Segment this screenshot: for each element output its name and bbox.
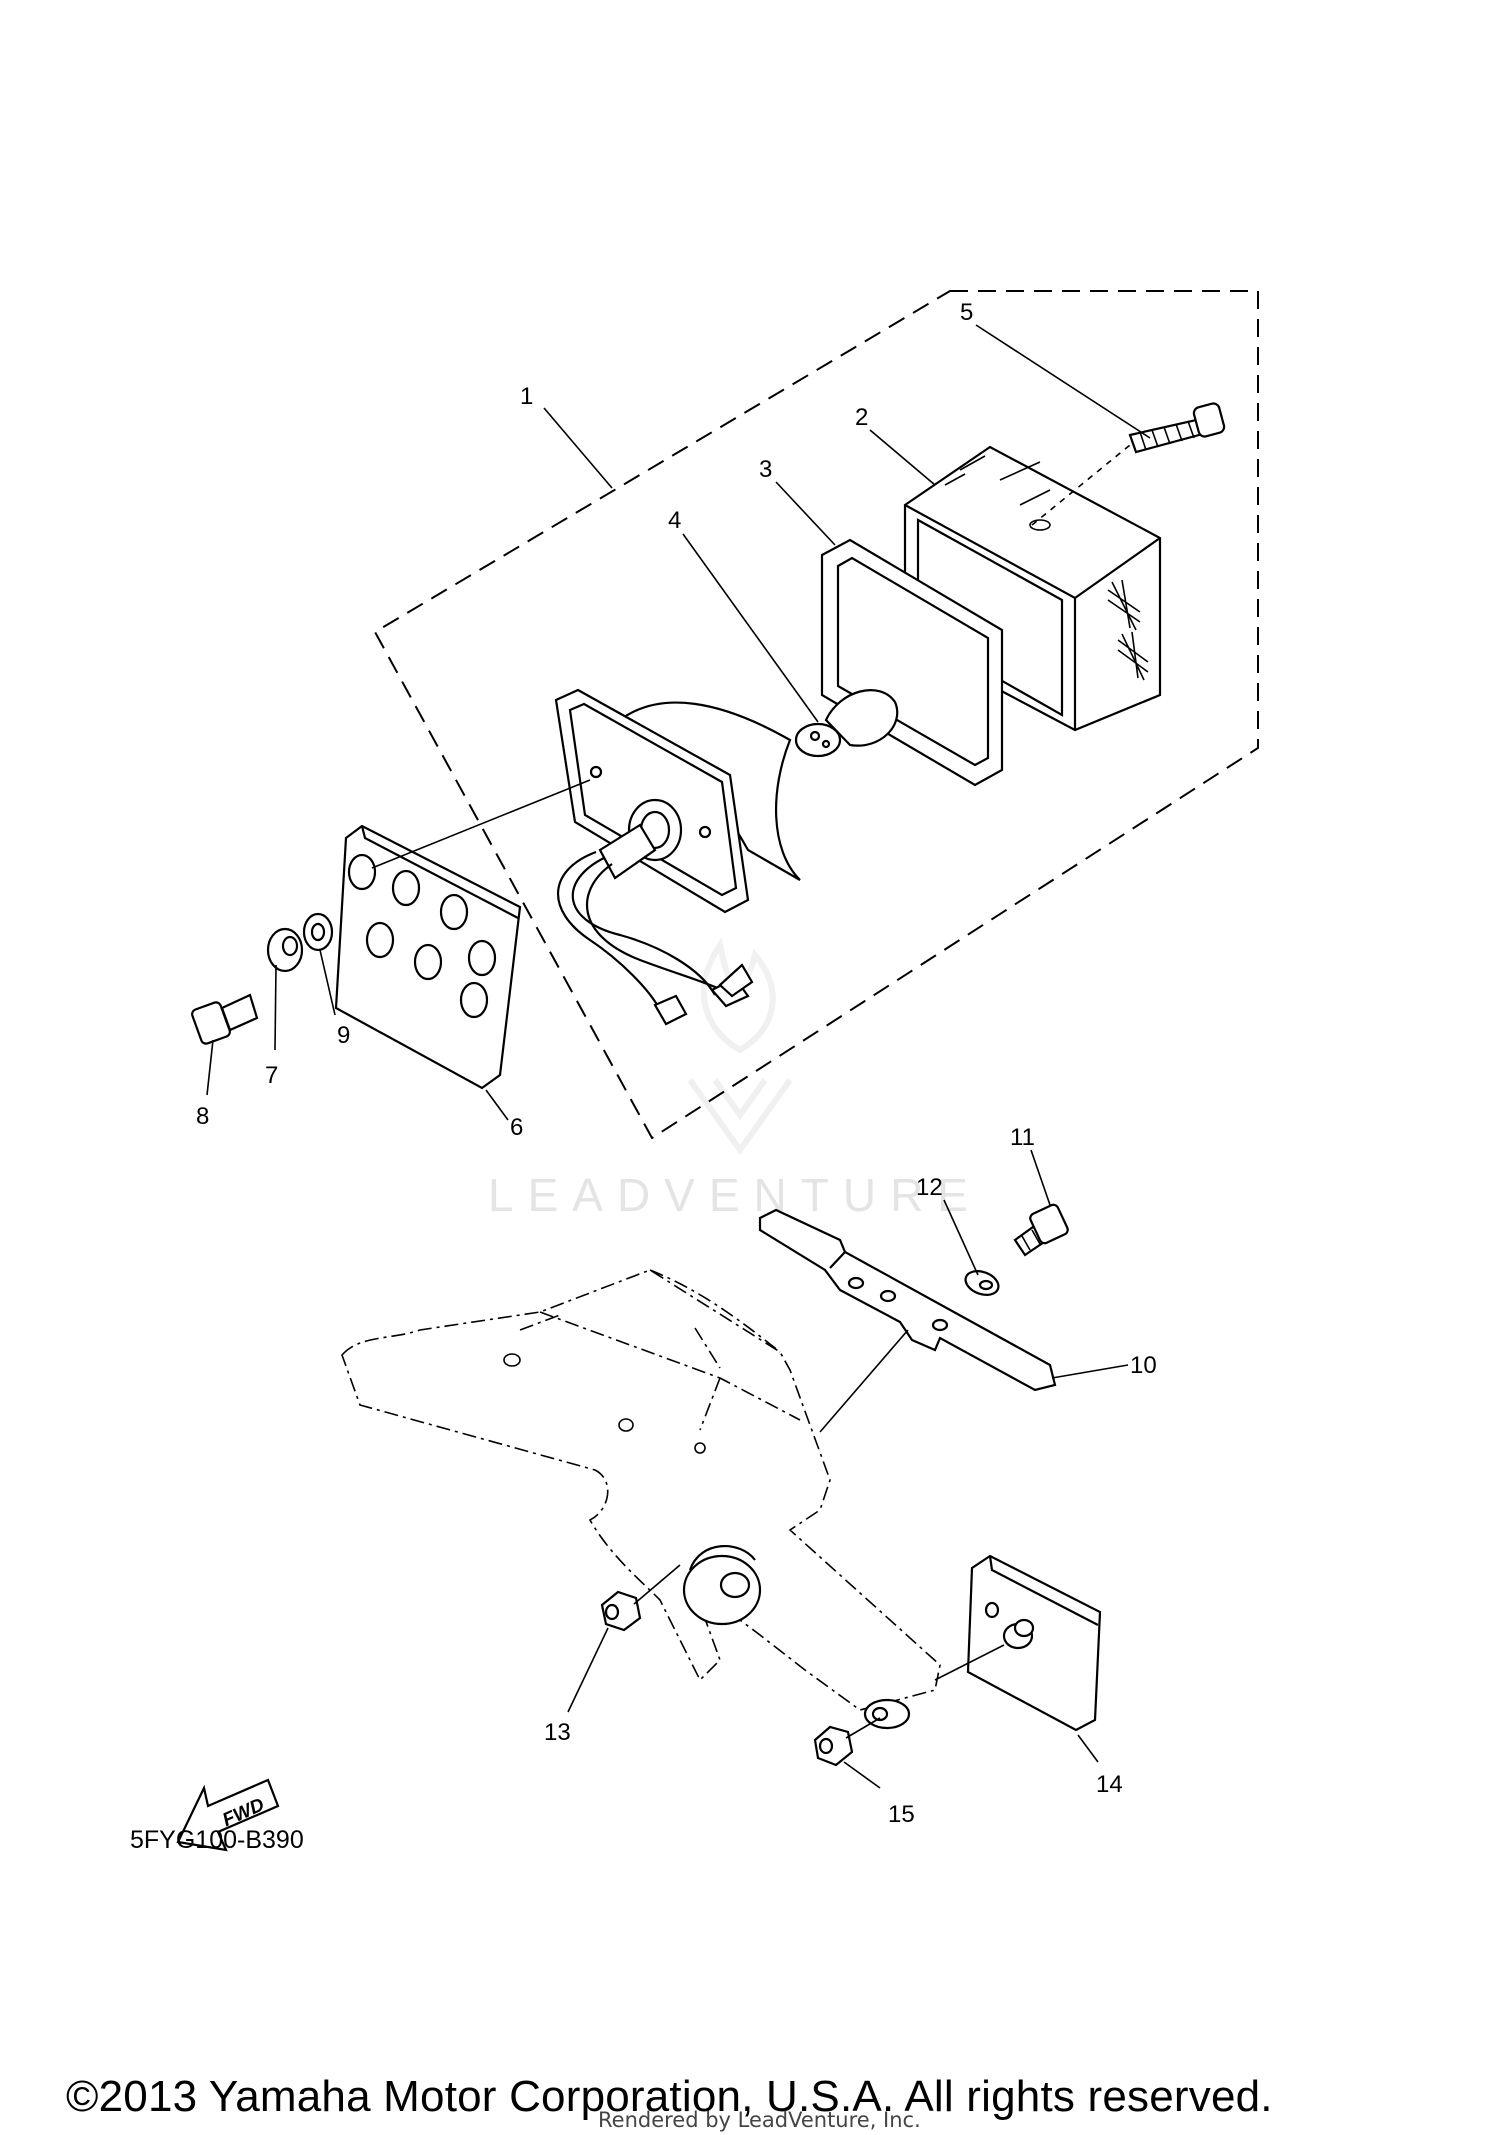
callout-7: 7 [265,1062,278,1089]
part-14-reflector [934,1554,1102,1732]
copyright-notice: ©2013 Yamaha Motor Corporation, U.S.A. A… [66,2072,1273,2121]
rendered-by-notice: Rendered by LeadVenture, Inc. [598,2108,921,2132]
callout-6: 6 [510,1114,523,1141]
callout-1: 1 [520,383,533,410]
callout-15: 15 [888,1801,915,1828]
part-5-screw [1031,402,1226,526]
callout-8: 8 [196,1103,209,1130]
callout-11: 11 [1010,1124,1035,1151]
part-10-license-bracket [758,1208,1057,1433]
callout-12: 12 [916,1174,943,1201]
part-7-washer [266,927,304,973]
part-6-cushion [334,779,591,1090]
watermark-text: LEADVENTURE [488,1169,982,1221]
callout-numbers: 1 2 3 4 5 6 7 8 9 10 11 12 13 14 15 [196,299,1157,1828]
part-8-bolt [191,993,259,1045]
callout-9: 9 [337,1022,350,1049]
callout-14: 14 [1096,1771,1123,1798]
assembly-boundary [373,290,1259,1140]
callout-2: 2 [855,404,868,431]
rear-fender-outline [341,1269,941,1730]
part-4-bulb [794,689,899,758]
part-11-bolt [1013,1203,1069,1257]
callout-5: 5 [960,299,973,326]
callout-4: 4 [668,507,681,534]
part-9-washer [302,912,334,952]
callout-3: 3 [759,456,772,483]
part-15-nut [813,1717,881,1767]
callout-13: 13 [544,1719,571,1746]
callout-leaders [206,324,1151,1789]
part-1-taillight-base [554,688,801,1026]
callout-10: 10 [1130,1352,1157,1379]
part-12-washer [964,1270,1000,1296]
part-13-nut [600,1564,681,1632]
part-3-gasket [820,538,1004,787]
diagram-code: 5FYG100-B390 [130,1826,304,1854]
